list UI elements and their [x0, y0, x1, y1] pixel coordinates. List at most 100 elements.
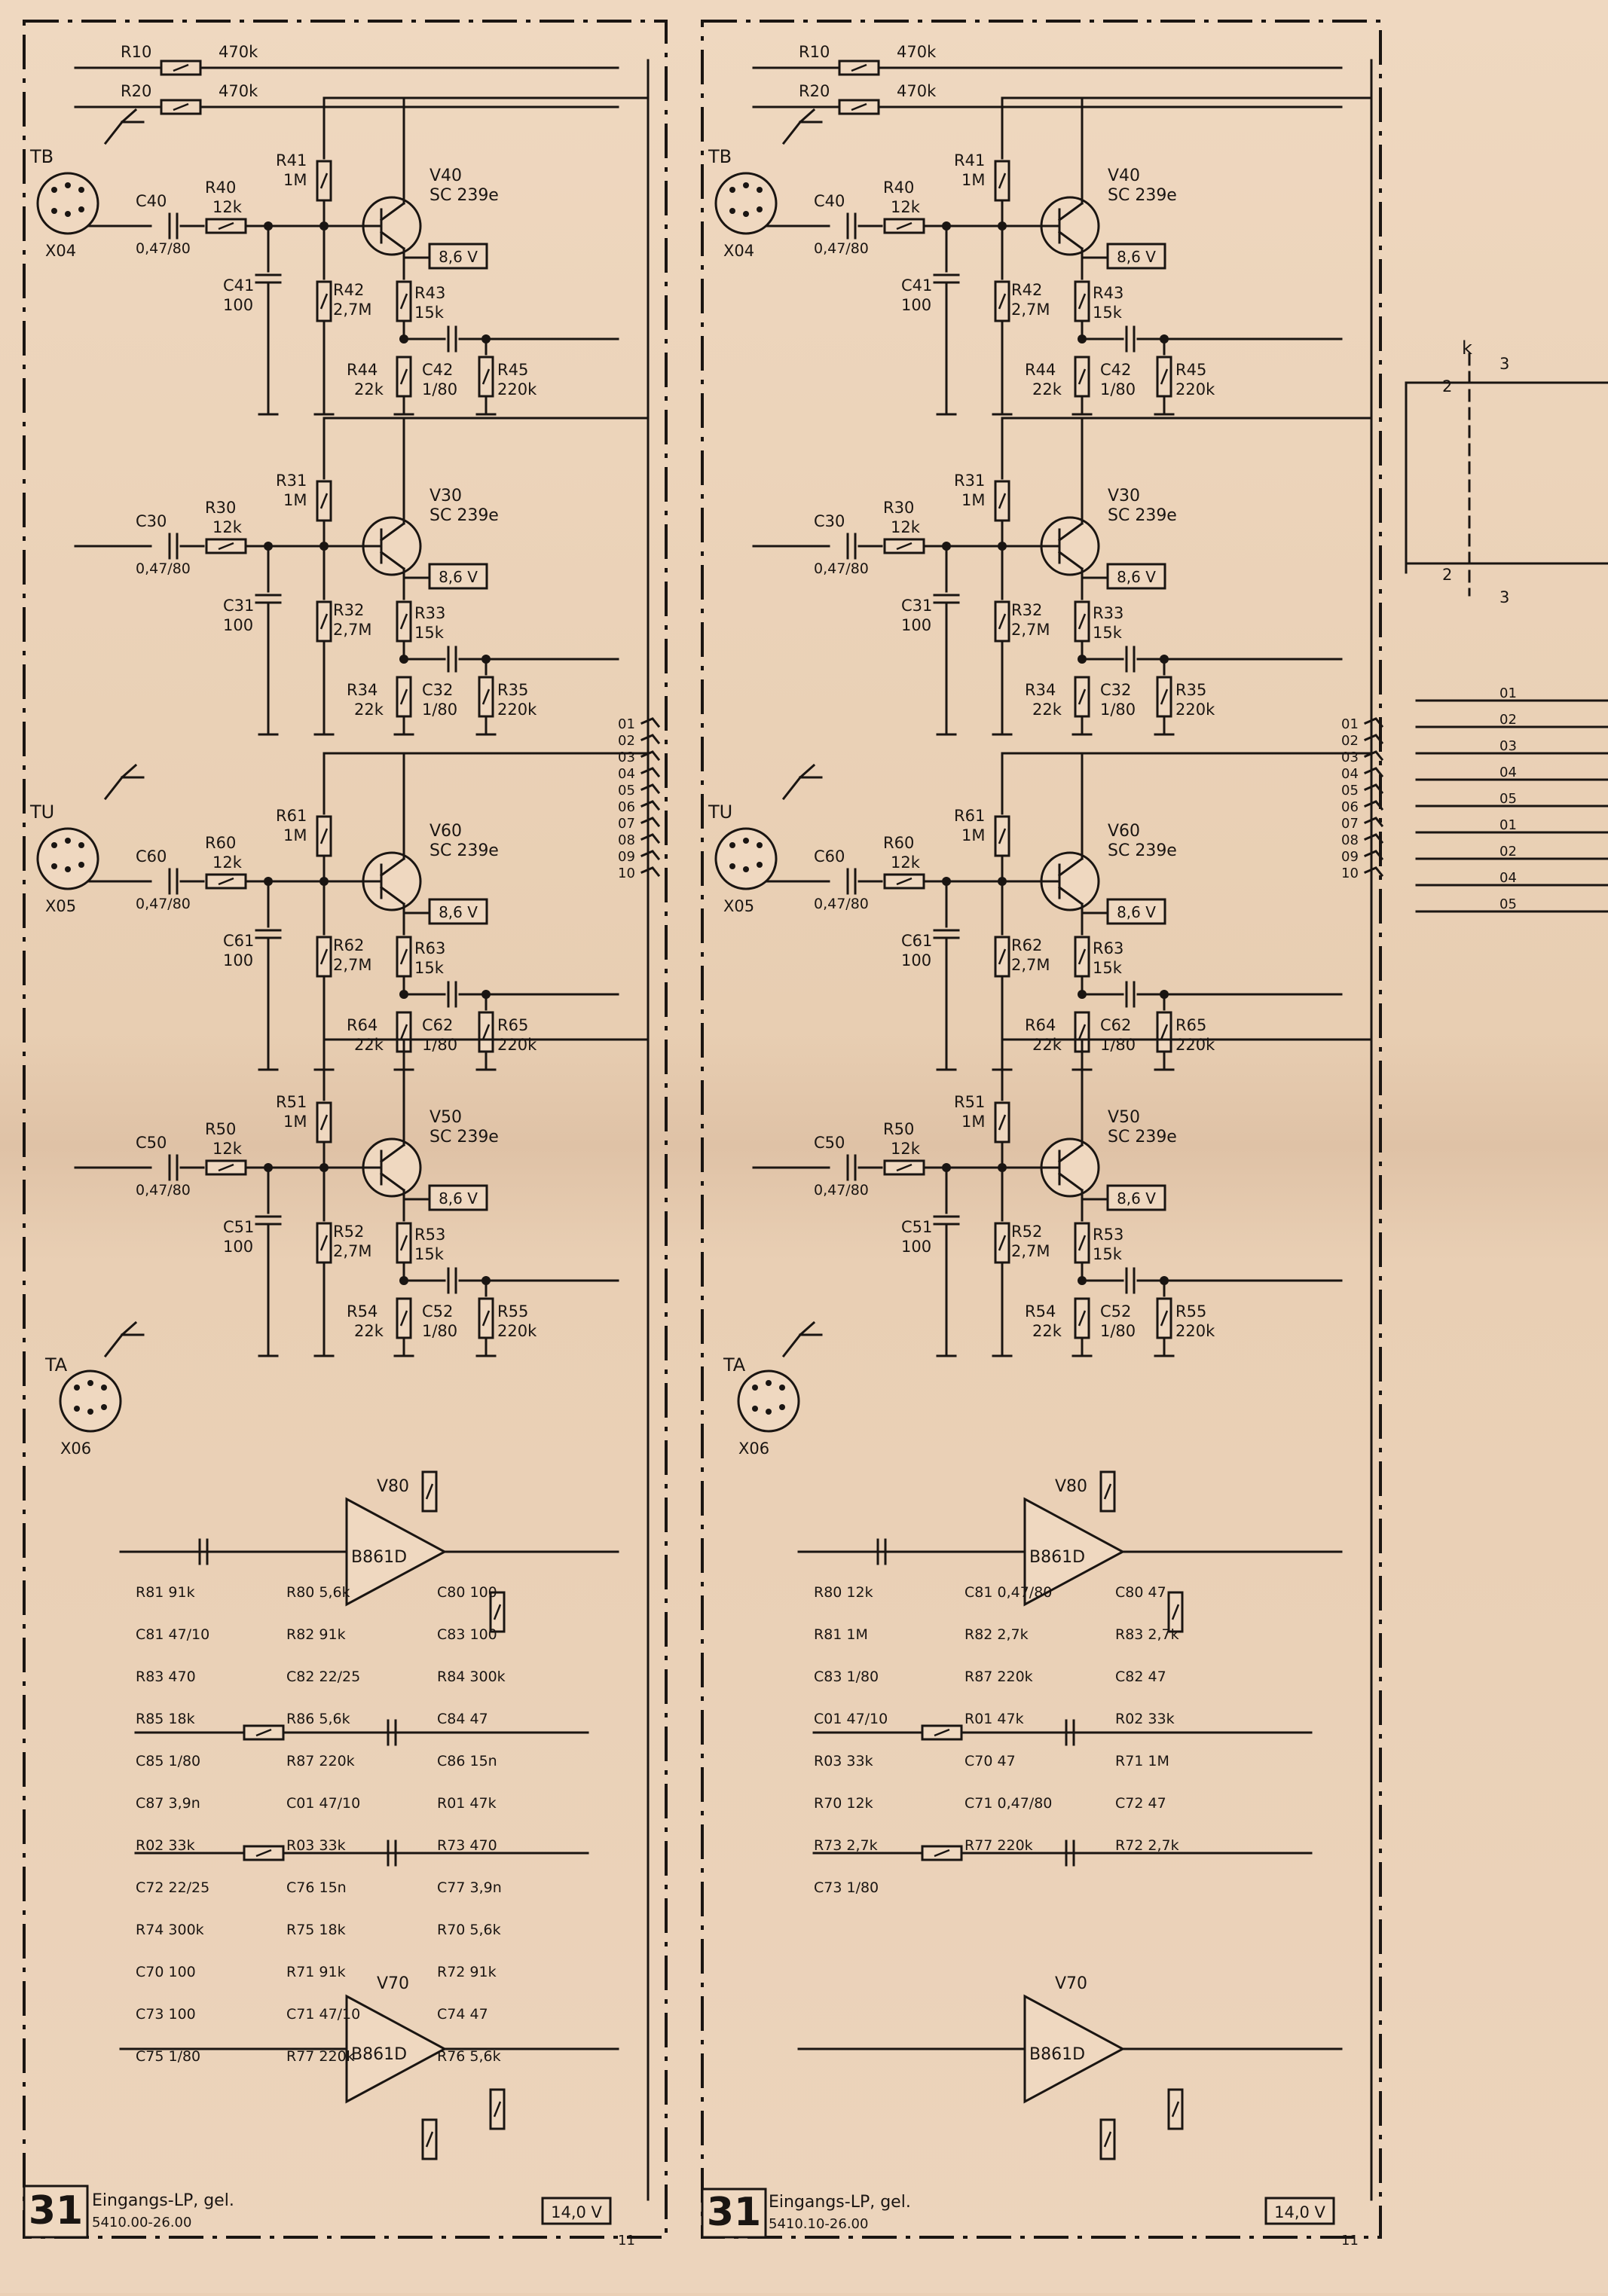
input-resistor-value: 12k: [891, 198, 921, 216]
component-label: R82 2,7k: [964, 1626, 1029, 1643]
input-resistor-value: 12k: [212, 198, 243, 216]
output-capacitor-ref: C42: [422, 361, 453, 379]
input-resistor-value: 12k: [212, 1140, 243, 1158]
emitter-resistor-value: 15k: [414, 959, 445, 977]
bus-pin-connector: [640, 866, 661, 878]
bus-pin-label: 08: [618, 832, 635, 848]
component-label: R87 220k: [964, 1669, 1033, 1685]
input-capacitor-ref: C60: [814, 847, 845, 866]
output-resistor-ref: R35: [497, 681, 528, 699]
din-pin: [766, 1380, 772, 1386]
input-resistor-ref: R60: [205, 834, 236, 852]
switch-contact-label: 2: [1442, 566, 1452, 584]
output-resistor-ref: R35: [1175, 681, 1206, 699]
supply-8v6-box: [428, 243, 488, 270]
output-resistor-value: 220k: [1175, 380, 1215, 398]
opamp-type: B861D: [351, 2045, 407, 2064]
transistor-type: SC 239e: [430, 506, 499, 525]
top-resistor-ref: R10: [799, 43, 830, 61]
emitter-resistor-2-value: 22k: [1032, 701, 1062, 719]
bus-pin-label: 02: [1341, 733, 1359, 749]
component-label: R02 33k: [1115, 1711, 1175, 1727]
component-label: C75 1/80: [136, 2048, 200, 2065]
bias-resistor-ref: R61: [954, 807, 985, 825]
shunt-capacitor-value: 100: [223, 951, 253, 969]
base-resistor-value: 2,7M: [1011, 956, 1050, 974]
component-label: R70 12k: [814, 1795, 873, 1812]
base-resistor-value: 2,7M: [333, 621, 372, 639]
din-jack-tu: [714, 827, 778, 890]
resistor-mark: [481, 1310, 491, 1327]
left-part-number: 5410.00-26.00: [92, 2215, 191, 2230]
resistor-mark: [1078, 293, 1087, 310]
supply-8v6: 8,6 V: [1117, 248, 1156, 266]
opamp-type: B861D: [1029, 1548, 1085, 1567]
output-capacitor-value: 1/80: [422, 701, 457, 719]
input-resistor-ref: R40: [883, 179, 914, 197]
supply-14v-label: 14,0 V: [1274, 2203, 1325, 2221]
right-title-block: 31 Eingangs-LP, gel. 5410.10-26.00: [701, 2188, 911, 2239]
component-label: R03 33k: [286, 1837, 346, 1854]
din-pin: [51, 187, 57, 193]
switch-connector-label: 05: [1499, 896, 1517, 912]
din-pin: [101, 1404, 107, 1410]
component-label: R80 12k: [814, 1584, 873, 1601]
resistor-mark: [998, 293, 1007, 310]
base-resistor-ref: R52: [333, 1223, 364, 1241]
component-label: R84 300k: [437, 1669, 506, 1685]
shunt-capacitor-value: 100: [223, 616, 253, 634]
switch-connector-label: 01: [1499, 685, 1517, 701]
component-label: C71 47/10: [286, 2006, 360, 2023]
input-resistor-value: 12k: [891, 853, 921, 872]
din-pin: [743, 211, 749, 217]
din-pin: [65, 211, 71, 217]
emitter-resistor-ref: R53: [1093, 1226, 1123, 1244]
resistor-mark: [851, 63, 867, 72]
output-capacitor-value: 1/80: [422, 1322, 457, 1340]
supply-8v6: 8,6 V: [439, 903, 478, 921]
din-pin: [757, 862, 763, 868]
supply-8v6: 8,6 V: [439, 248, 478, 266]
output-capacitor-value: 1/80: [1100, 380, 1136, 398]
resistor-mark: [173, 102, 189, 111]
component-label: R73 2,7k: [814, 1837, 878, 1854]
opamp-ref: V70: [1055, 1974, 1087, 1993]
base-resistor-ref: R52: [1011, 1223, 1042, 1241]
connector-label: X05: [723, 897, 754, 915]
component-label: R72 91k: [437, 1964, 497, 1980]
transistor-ref: V30: [430, 487, 462, 505]
resistor-mark: [493, 1604, 502, 1620]
bus-pin-label: 02: [618, 733, 635, 749]
supply-8v6: 8,6 V: [1117, 1189, 1156, 1208]
resistor-mark: [255, 1849, 272, 1858]
bus-pin-label: 01: [1341, 716, 1359, 732]
component-label: C82 47: [1115, 1669, 1166, 1685]
din-pin: [65, 866, 71, 872]
supply-8v6-box: [428, 1184, 488, 1211]
resistor-mark: [998, 173, 1007, 189]
transistor-ref: V60: [1108, 822, 1140, 841]
bias-resistor-value: 1M: [961, 1113, 985, 1131]
input-capacitor-ref: C50: [136, 1134, 167, 1152]
component-label: R85 18k: [136, 1711, 195, 1727]
din-pin: [757, 206, 763, 212]
emitter-resistor-value: 15k: [1093, 624, 1123, 642]
output-resistor-ref: R65: [1175, 1016, 1206, 1034]
din-jack-ta: [737, 1369, 800, 1433]
component-label: R70 5,6k: [437, 1922, 501, 1938]
input-capacitor-value: 0,47/80: [814, 1182, 869, 1198]
base-resistor-value: 2,7M: [1011, 301, 1050, 319]
input-capacitor-ref: C40: [814, 192, 845, 210]
din-pin: [743, 182, 749, 188]
output-resistor-value: 220k: [497, 1322, 537, 1340]
right-part-number: 5410.10-26.00: [769, 2216, 868, 2232]
component-label: C83 100: [437, 1626, 497, 1643]
din-pin: [51, 842, 57, 848]
transistor-ref: V30: [1108, 487, 1140, 505]
shunt-capacitor-ref: C61: [901, 932, 932, 950]
transistor-collector: [379, 521, 406, 542]
emitter-resistor-2-ref: R44: [347, 361, 378, 379]
component-label: R81 91k: [136, 1584, 195, 1601]
